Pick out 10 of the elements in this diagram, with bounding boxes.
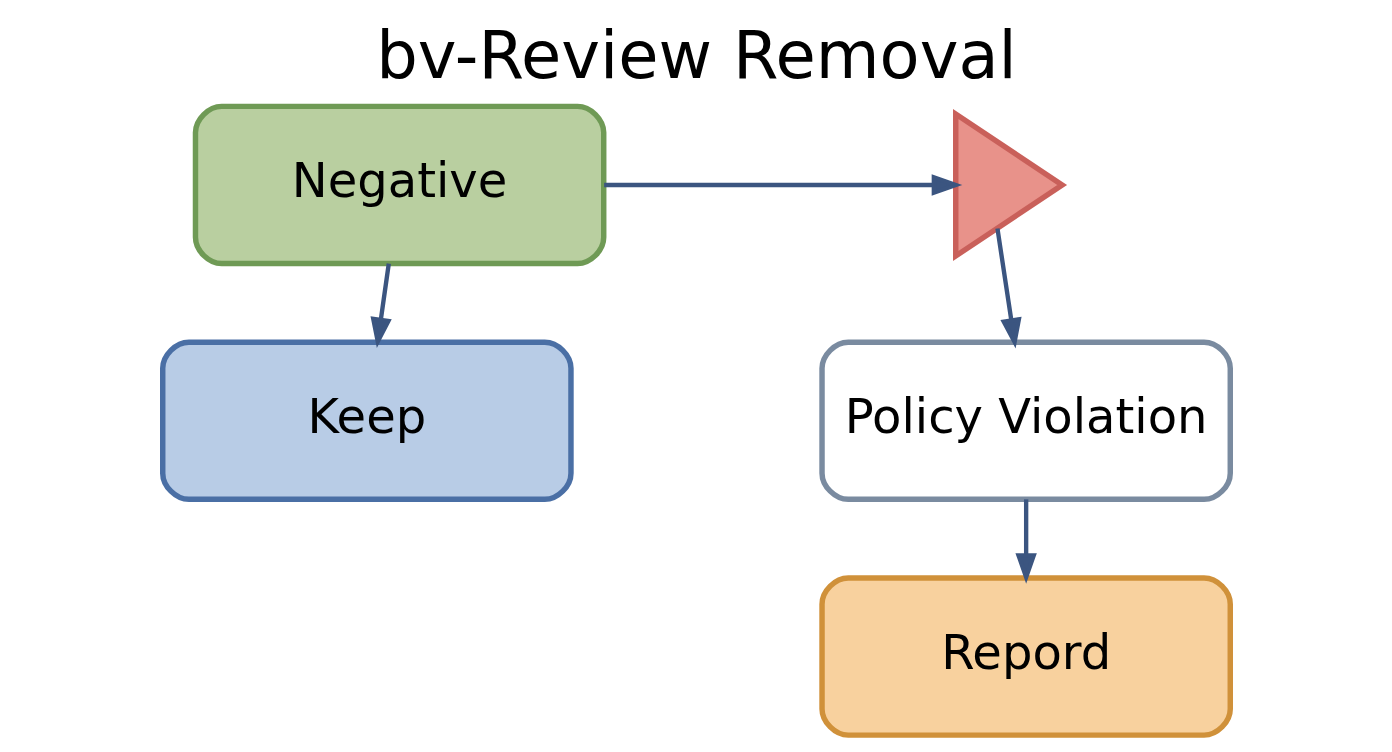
node-box: Policy Violation <box>818 339 1233 503</box>
node-box: Keep <box>159 339 574 503</box>
node-box: Negative <box>192 103 606 267</box>
arrow <box>1014 499 1037 584</box>
node-box: Repord <box>818 575 1233 738</box>
diagram-title: bv-Review Removal <box>375 17 1017 94</box>
arrow <box>994 228 1022 349</box>
arrow <box>370 263 392 348</box>
arrow <box>603 174 962 196</box>
node-picture <box>952 108 1067 262</box>
